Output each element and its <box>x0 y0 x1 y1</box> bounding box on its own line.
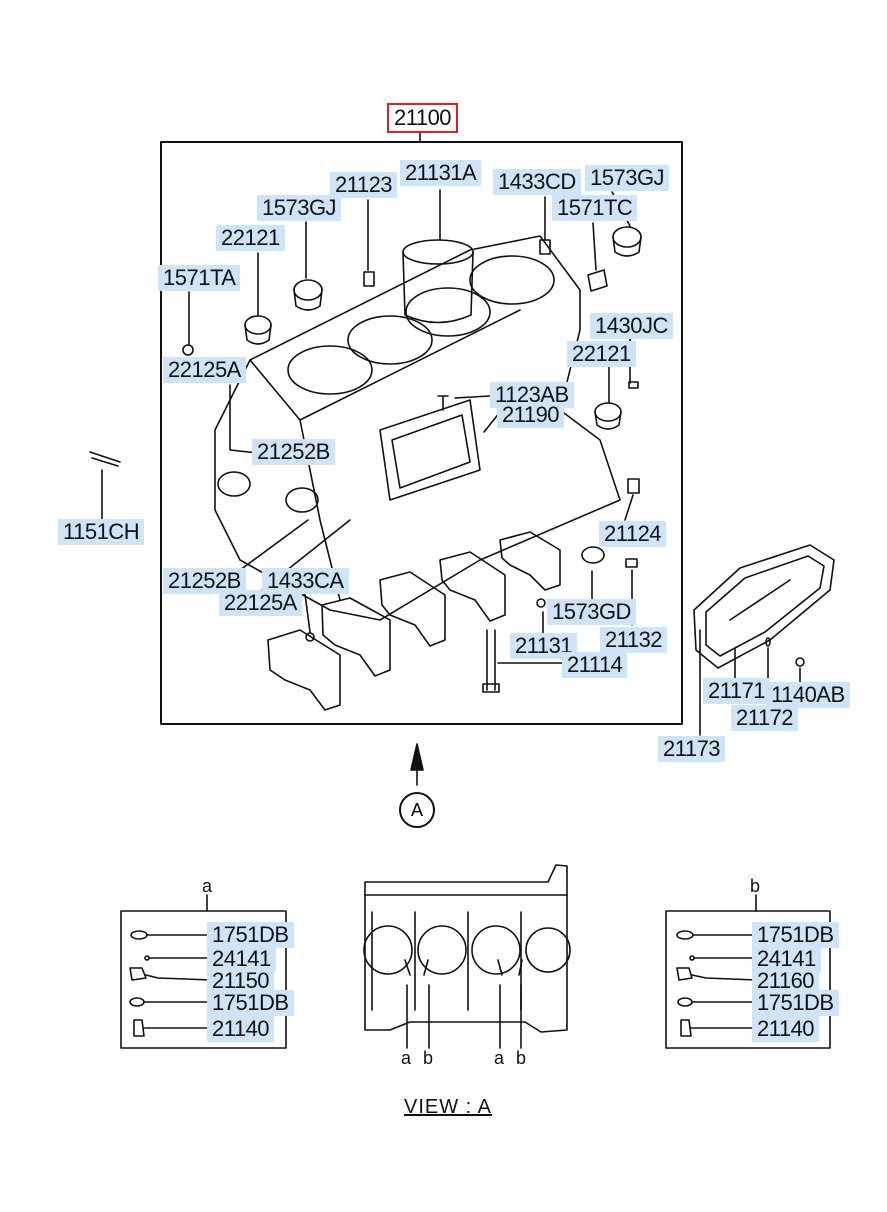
part-label-21172[interactable]: 21172 <box>731 705 799 731</box>
part-label-1573gj-right[interactable]: 1573GJ <box>585 165 670 191</box>
view-title: VIEW : A <box>404 1096 493 1118</box>
assembly-label-21100[interactable]: 21100 <box>386 103 459 133</box>
detail-b-tag: b <box>750 876 761 896</box>
detail-a-item-24141[interactable]: 24141 <box>207 946 276 972</box>
part-label-1571ta[interactable]: 1571TA <box>158 265 241 291</box>
detail-a-item-1751db-2[interactable]: 1751DB <box>207 990 294 1016</box>
cylinder-block <box>214 235 621 621</box>
detail-a-tag: a <box>202 876 213 896</box>
view-a-marker-b-2: b <box>516 1048 527 1068</box>
bearing-cap <box>267 629 341 711</box>
detail-a-item-1751db[interactable]: 1751DB <box>207 922 294 948</box>
part-label-21114[interactable]: 21114 <box>562 652 628 678</box>
cylinder-liner <box>402 239 474 265</box>
detail-b-item-1751db[interactable]: 1751DB <box>752 922 839 948</box>
part-label-21123[interactable]: 21123 <box>330 172 398 198</box>
part-label-22125a-top[interactable]: 22125A <box>163 357 246 383</box>
part-label-21190[interactable]: 21190 <box>497 402 565 428</box>
part-label-21171[interactable]: 21171 <box>703 678 771 704</box>
part-label-22125a-bottom[interactable]: 22125A <box>219 590 302 616</box>
main-frame <box>160 141 683 725</box>
part-label-1573gj-left[interactable]: 1573GJ <box>257 195 342 221</box>
detail-b-item-1751db-2[interactable]: 1751DB <box>752 990 839 1016</box>
part-label-1573gd[interactable]: 1573GD <box>547 599 636 625</box>
part-label-1140ab[interactable]: 1140AB <box>766 682 850 708</box>
part-label-1433cd[interactable]: 1433CD <box>493 169 581 195</box>
part-label-22121-right[interactable]: 22121 <box>567 341 636 367</box>
part-label-1433ca[interactable]: 1433CA <box>262 568 349 594</box>
detail-b-item-21160[interactable]: 21160 <box>752 968 820 994</box>
detail-b-item-24141[interactable]: 24141 <box>752 946 821 972</box>
view-a-marker-a-1: a <box>401 1048 412 1068</box>
detail-box-b <box>665 910 831 1049</box>
detail-a-item-21140[interactable]: 21140 <box>207 1016 275 1042</box>
part-label-21252b-bottom[interactable]: 21252B <box>163 568 246 594</box>
part-label-1430jc[interactable]: 1430JC <box>590 313 673 339</box>
view-a-marker: A <box>399 792 435 828</box>
part-label-21132[interactable]: 21132 <box>600 627 668 653</box>
detail-b-item-21140[interactable]: 21140 <box>752 1016 820 1042</box>
part-label-21131a[interactable]: 21131A <box>400 160 482 186</box>
part-label-22121-left[interactable]: 22121 <box>216 225 285 251</box>
view-a-block <box>364 864 568 1033</box>
view-a-marker-b-1: b <box>423 1048 434 1068</box>
detail-a-item-21150[interactable]: 21150 <box>207 968 275 994</box>
part-label-1151ch[interactable]: 1151CH <box>58 519 145 545</box>
detail-box-a <box>120 910 287 1049</box>
part-label-21173[interactable]: 21173 <box>658 736 726 762</box>
part-label-1571tc[interactable]: 1571TC <box>552 195 638 221</box>
rear-gasket <box>693 544 835 669</box>
part-label-21124[interactable]: 21124 <box>599 521 667 547</box>
view-a-marker-a-2: a <box>494 1048 505 1068</box>
part-label-21252b-top[interactable]: 21252B <box>252 439 335 465</box>
